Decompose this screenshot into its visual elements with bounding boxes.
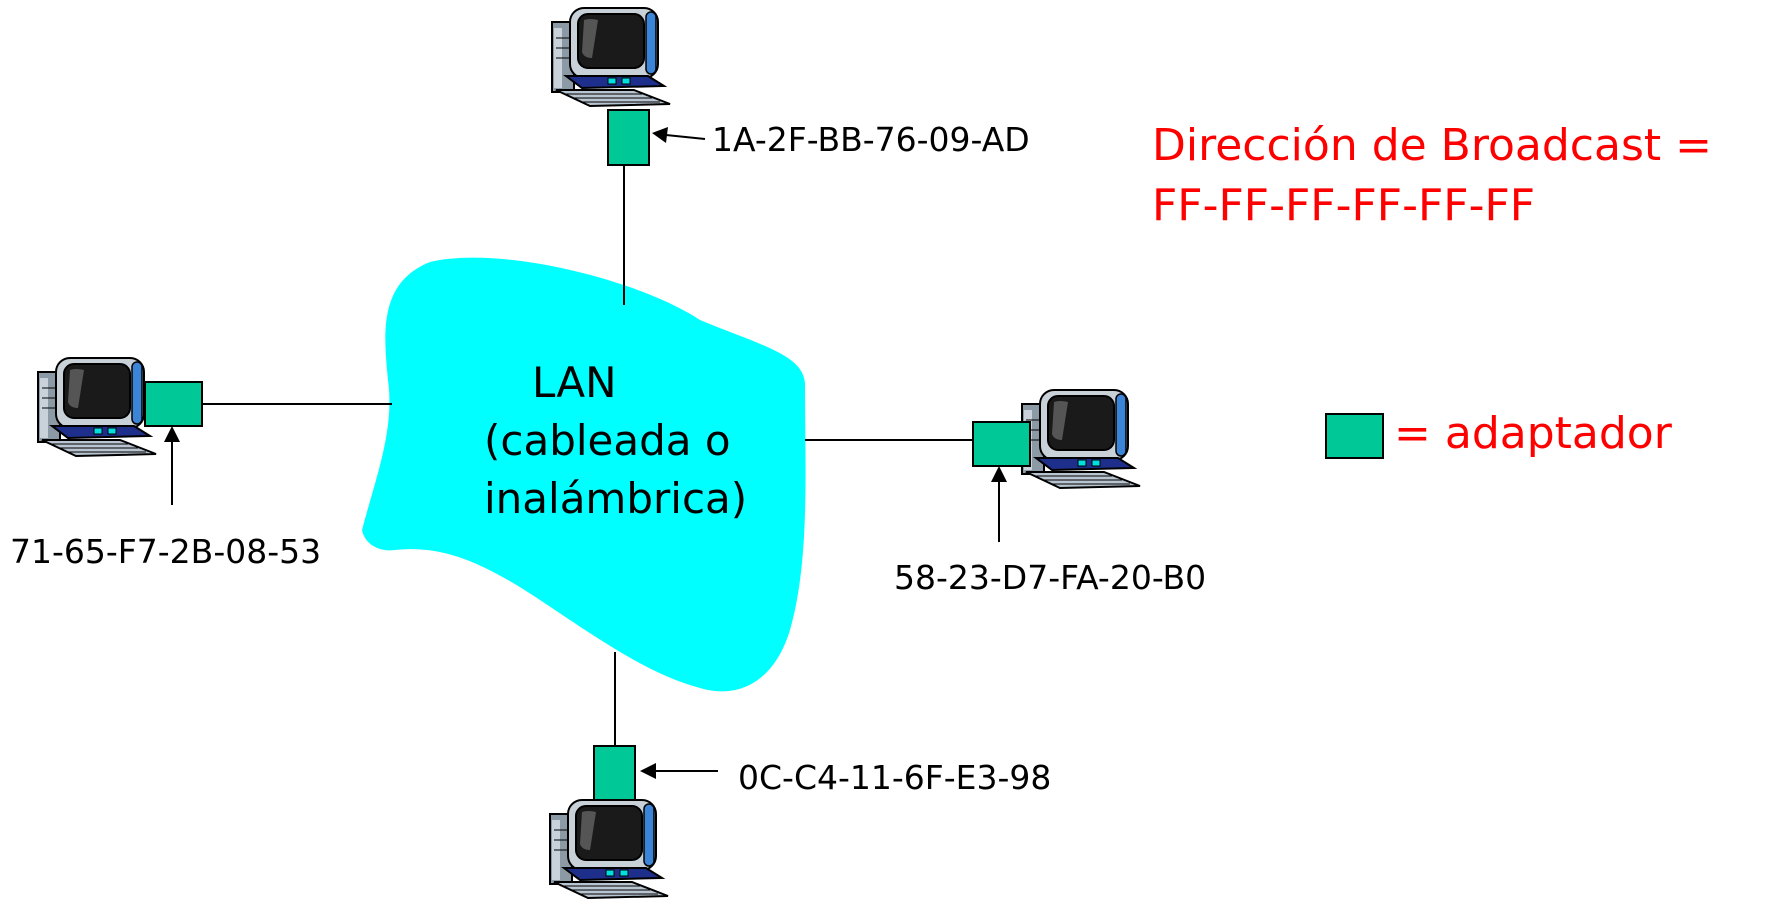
broadcast-address-line1: Dirección de Broadcast = bbox=[1152, 120, 1712, 171]
arrow-bottom bbox=[640, 763, 718, 779]
lan-label-line2: (cableada o bbox=[484, 416, 731, 465]
adapter-left bbox=[144, 381, 203, 427]
arrow-left bbox=[164, 426, 180, 505]
arrow-top bbox=[652, 127, 706, 143]
computer-icon-left bbox=[37, 357, 157, 457]
adapter-top bbox=[607, 109, 650, 166]
broadcast-address-line2: FF-FF-FF-FF-FF-FF bbox=[1152, 180, 1536, 231]
legend-adapter-swatch bbox=[1325, 413, 1384, 459]
computer-icon-bottom bbox=[549, 799, 669, 899]
legend-adapter-label: = adaptador bbox=[1394, 408, 1672, 459]
mac-address-top: 1A-2F-BB-76-09-AD bbox=[712, 120, 1030, 159]
mac-address-left: 71-65-F7-2B-08-53 bbox=[10, 532, 322, 571]
mac-address-right: 58-23-D7-FA-20-B0 bbox=[894, 558, 1207, 597]
mac-address-bottom: 0C-C4-11-6F-E3-98 bbox=[738, 758, 1052, 797]
computer-icon-right bbox=[1021, 389, 1141, 489]
arrow-right bbox=[991, 466, 1007, 542]
computer-icon-top bbox=[551, 7, 671, 107]
adapter-right bbox=[972, 421, 1031, 467]
adapter-bottom bbox=[593, 745, 636, 801]
lan-label-line1: LAN bbox=[532, 358, 617, 407]
lan-label-line3: inalámbrica) bbox=[484, 474, 748, 523]
lan-cloud bbox=[362, 257, 806, 692]
